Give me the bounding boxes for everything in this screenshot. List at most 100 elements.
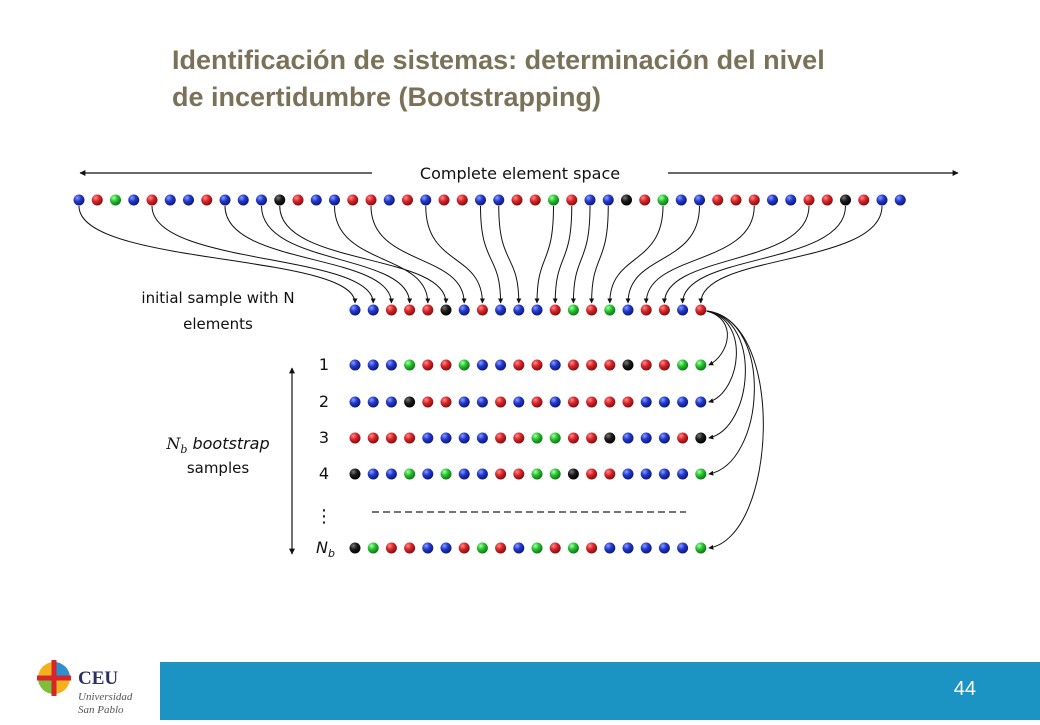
bootstrap-ball-green (695, 359, 707, 371)
space-ball-blue (164, 194, 176, 206)
bootstrap-ball-blue (658, 432, 670, 444)
bootstrap-ball-red (440, 396, 452, 408)
initial-ball-green (567, 304, 579, 316)
bootstrap-ball-green (440, 468, 452, 480)
space-ball-red (146, 194, 158, 206)
bootstrap-ball-red (404, 542, 416, 554)
bootstrap-ball-red (640, 359, 652, 371)
resample-arrow (706, 310, 764, 550)
space-ball-green (657, 194, 669, 206)
initial-ball-red (640, 304, 652, 316)
space-ball-red (821, 194, 833, 206)
bootstrap-ball-blue (476, 468, 488, 480)
bootstrap-ball-blue (385, 396, 397, 408)
initial-ball-blue (458, 304, 470, 316)
bootstrap-ball-black (604, 432, 616, 444)
nb-sub: b (180, 443, 187, 456)
bootstrap-ball-green (677, 359, 689, 371)
initial-ball-red (404, 304, 416, 316)
row-label: 2 (319, 392, 329, 411)
pick-arrow (224, 205, 394, 304)
space-ball-red (566, 194, 578, 206)
bootstrap-ball-blue (640, 432, 652, 444)
space-ball-blue (128, 194, 140, 206)
bootstrap-ball-blue (476, 359, 488, 371)
bootstrap-ball-black (622, 359, 634, 371)
bootstrap-ball-red (586, 432, 598, 444)
space-ball-blue (420, 194, 432, 206)
bootstrap-ball-blue (422, 468, 434, 480)
bootstrap-ball-black (349, 468, 361, 480)
row-label: 4 (319, 464, 329, 483)
pick-arrow (279, 205, 449, 304)
bootstrap-ball-red (513, 359, 525, 371)
bootstrap-ball-blue (385, 359, 397, 371)
bootstrap-ball-green (404, 468, 416, 480)
bootstrap-ball-red (677, 432, 689, 444)
initial-ball-blue (531, 304, 543, 316)
pick-arrow (425, 205, 485, 304)
initial-ball-blue (349, 304, 361, 316)
logo-name: CEU (78, 668, 118, 689)
bootstrap-ball-black (349, 542, 361, 554)
bootstrap-ball-red (567, 396, 579, 408)
bootstrap-word: bootstrap (187, 434, 269, 453)
bootstrap-ball-black (695, 432, 707, 444)
resample-arrow (706, 310, 755, 476)
bootstrap-ball-blue (440, 432, 452, 444)
space-ball-black (840, 194, 851, 206)
bootstrap-ball-red (586, 542, 598, 554)
bootstrap-ball-blue (367, 359, 379, 371)
space-ball-blue (894, 194, 906, 206)
bootstrap-ball-red (604, 396, 616, 408)
bootstrap-label-line2: samples (187, 459, 250, 477)
pick-arrow (625, 205, 700, 304)
bootstrap-ball-blue (476, 396, 488, 408)
space-ball-blue (310, 194, 322, 206)
space-ball-red (803, 194, 815, 206)
bootstrap-ball-blue (367, 396, 379, 408)
bootstrap-ball-red (531, 359, 543, 371)
bootstrap-ball-blue (349, 359, 361, 371)
bootstrap-ball-blue (458, 432, 470, 444)
space-ball-blue (785, 194, 797, 206)
page-number: 44 (953, 678, 976, 700)
bootstrap-ball-green (404, 359, 416, 371)
bootstrap-ball-blue (640, 396, 652, 408)
space-ball-red (347, 194, 359, 206)
bootstrap-ball-red (549, 542, 561, 554)
space-ball-red (292, 194, 304, 206)
bootstrap-ball-blue (440, 542, 452, 554)
pick-arrow (498, 205, 522, 304)
space-ball-red (456, 194, 468, 206)
bootstrap-ball-blue (495, 359, 507, 371)
bootstrap-ball-red (622, 396, 634, 408)
pick-arrow (589, 205, 609, 304)
bootstrap-ball-red (586, 468, 598, 480)
bootstrap-ball-black (567, 468, 579, 480)
logo-line-2: San Pablo (78, 704, 124, 716)
bootstrap-ball-green (695, 468, 707, 480)
bootstrap-ball-blue (622, 542, 634, 554)
bootstrap-ball-blue (513, 542, 525, 554)
nb-letter: N (165, 434, 181, 453)
bootstrap-ball-red (604, 468, 616, 480)
bootstrap-ball-blue (549, 359, 561, 371)
resample-arrow (706, 310, 737, 404)
initial-sample-label-line2: elements (183, 315, 253, 333)
bootstrap-ball-blue (622, 432, 634, 444)
bootstrap-ball-green (531, 542, 543, 554)
bootstrap-ball-blue (549, 396, 561, 408)
bootstrap-ball-red (495, 432, 507, 444)
bootstrap-ball-red (495, 468, 507, 480)
nb-label-sub: b (328, 547, 335, 560)
bootstrap-ball-red (658, 359, 670, 371)
space-ball-blue (475, 194, 486, 206)
bootstrap-ball-blue (385, 468, 397, 480)
bootstrap-ball-red (586, 359, 598, 371)
bootstrap-ball-red (513, 432, 525, 444)
bootstrap-ball-blue (458, 468, 470, 480)
initial-ball-blue (367, 304, 379, 316)
pick-arrow (480, 205, 504, 304)
space-ball-blue (329, 194, 340, 206)
